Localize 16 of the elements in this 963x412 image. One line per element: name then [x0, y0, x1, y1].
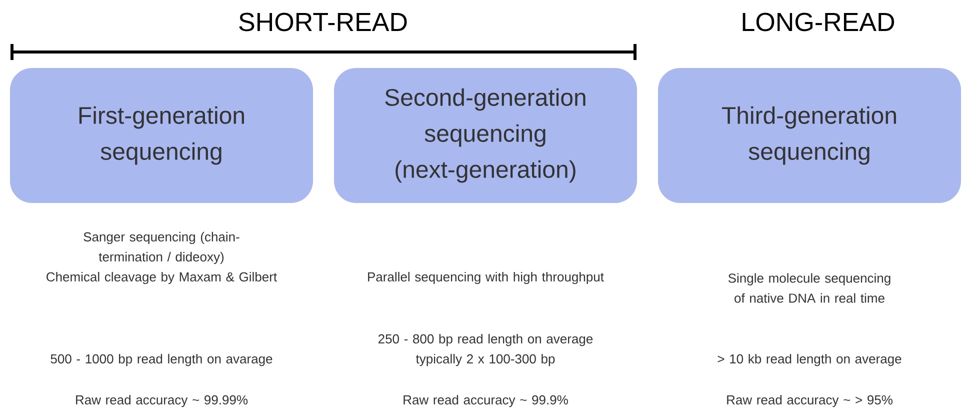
description-text: Raw read accuracy ~ 99.99% — [76, 394, 248, 408]
section-heading: LONG-READ — [742, 12, 894, 32]
description-text: typically 2 x 100-300 bp — [416, 354, 555, 366]
description-text: Parallel sequencing with high throughput — [368, 272, 604, 284]
process-box: Third-generation sequencing — [658, 68, 962, 203]
description-text: Single molecule sequencing of native DNA in real time — [728, 273, 890, 303]
description-text: 500 - 1000 bp read length on avarage — [50, 354, 272, 366]
description-text: > 10 kb read length on average — [718, 354, 902, 366]
description-text: Raw read accuracy ~ > 95% — [727, 394, 892, 408]
description-text: 250 - 800 bp read length on average — [378, 334, 593, 346]
description-text: Raw read accuracy ~ 99.9% — [404, 394, 568, 408]
process-box: Second-generation sequencing (next-generation) — [334, 68, 637, 203]
process-box: First-generation sequencing — [10, 68, 313, 203]
description-text: Sanger sequencing (chain-termination / dideoxy) — [84, 232, 240, 264]
description-text: Chemical cleavage by Maxam & Gilbert — [46, 272, 277, 284]
section-heading: SHORT-READ — [239, 12, 407, 32]
